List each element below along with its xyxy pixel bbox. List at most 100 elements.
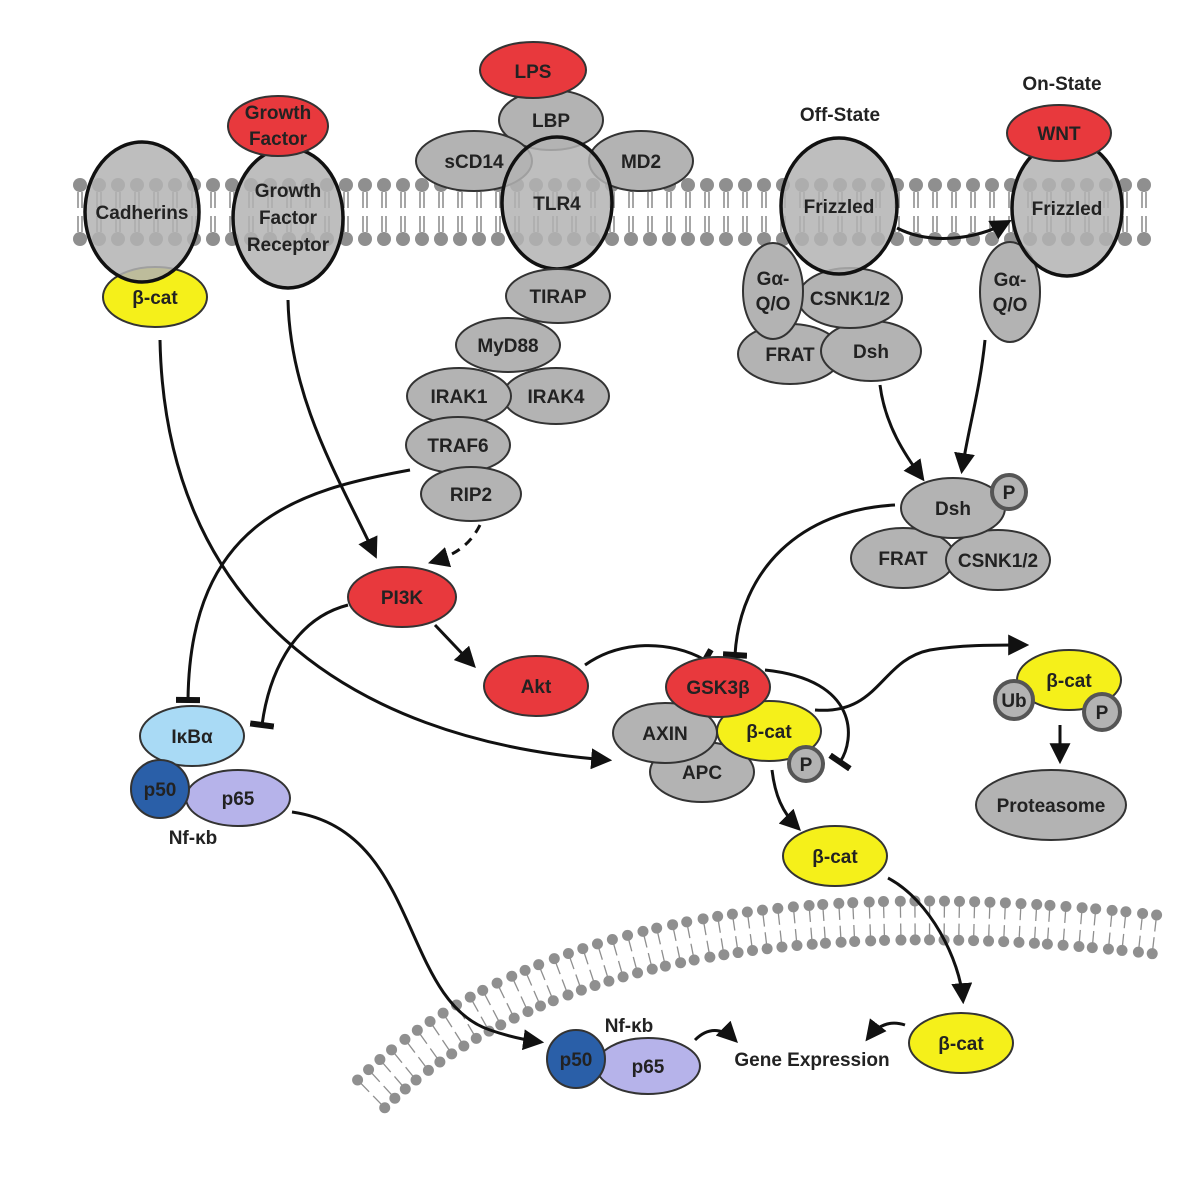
tlr4-receptor-complex: LBP sCD14 MD2 TLR4 LPS TIRAP MyD88 IRAK4… [405,41,694,522]
frat-p: FRAT [850,527,956,589]
csnk-p: CSNK1/2 [945,529,1051,591]
nuclear-membrane [352,895,1163,1114]
bcat-in-complex: β-cat [716,700,822,762]
svg-text:TLR4: TLR4 [533,194,581,215]
galpha-off: Gα- Q/O [742,242,804,340]
svg-text:P: P [1003,483,1016,504]
on-state-label: On-State [1022,74,1101,95]
svg-text:IRAK4: IRAK4 [527,387,584,408]
svg-text:FRAT: FRAT [878,549,928,570]
traf6-inhibits-ikba [175,468,411,704]
svg-text:Receptor: Receptor [247,235,330,256]
svg-text:Gα-: Gα- [757,269,790,290]
bcat-to-gene-expression-arrow [865,1018,906,1042]
svg-text:Ub: Ub [1001,691,1026,712]
gfr-to-pi3k-arrow [286,299,378,559]
traf6-protein: TRAF6 [405,416,511,474]
phosphate-complex: P [787,745,825,783]
pi3k-akt-module: PI3K Akt [347,566,589,717]
svg-text:Gα-: Gα- [994,270,1027,291]
nfkb-to-nucleus-arrow [291,810,545,1051]
svg-text:CSNK1/2: CSNK1/2 [810,289,890,310]
growth-factor-ligand: Growth Factor [227,95,329,157]
akt-inhibits-gsk3b [584,644,714,672]
svg-text:P: P [1096,703,1109,724]
svg-text:sCD14: sCD14 [444,152,504,173]
dsh-phospho-complex: FRAT CSNK1/2 Dsh P [850,473,1051,591]
dsh-off: Dsh [820,320,922,382]
nfkb-to-gene-expression-arrow [693,1020,738,1043]
pi3k-kinase: PI3K [347,566,457,628]
cadherin-complex: β-cat Cadherins [83,140,208,328]
p65-cytoplasm: p65 [185,769,291,827]
proteasome: Proteasome [975,769,1127,841]
svg-text:RIP2: RIP2 [450,485,492,506]
svg-text:Growth: Growth [245,103,312,124]
nfkb-cytoplasm-label: Nf-κb [169,828,218,849]
gsk3b-kinase: GSK3β [665,656,771,718]
svg-text:P: P [800,755,813,776]
svg-text:FRAT: FRAT [765,345,815,366]
svg-text:p65: p65 [632,1057,665,1078]
ikba-protein: IκBα [139,705,245,767]
irak4-kinase: IRAK4 [502,367,610,425]
svg-text:Q/O: Q/O [756,294,791,315]
svg-text:Dsh: Dsh [935,499,971,520]
lps-ligand: LPS [479,41,587,99]
frizzled-off-to-on-arrow [896,219,1012,240]
cadherin-bcat-to-complex-arrow [158,339,613,770]
svg-text:Proteasome: Proteasome [997,796,1106,817]
svg-text:Frizzled: Frizzled [804,197,875,218]
svg-text:CSNK1/2: CSNK1/2 [958,551,1038,572]
svg-text:IκBα: IκBα [171,727,213,748]
pi3k-inhibits-ikba [249,603,349,730]
nfkb-nucleus-label: Nf-κb [605,1016,654,1037]
svg-text:TRAF6: TRAF6 [427,436,488,457]
free-bcat: β-cat [782,825,888,887]
svg-text:Growth: Growth [255,181,322,202]
dsh-inhibits-gsk3b [722,503,896,659]
gene-expression-label: Gene Expression [734,1050,889,1071]
csnk-off: CSNK1/2 [797,267,903,329]
pathway-connectors [158,219,1071,1051]
myd88-adapter: MyD88 [455,317,561,373]
svg-text:GSK3β: GSK3β [686,678,749,699]
md2-protein: MD2 [588,130,694,192]
svg-text:Cadherins: Cadherins [96,203,189,224]
gsk3b-phosphorylates-bcat [764,668,852,772]
ubiquitin: Ub [993,679,1035,721]
svg-text:β-cat: β-cat [938,1034,984,1055]
scd14-protein: sCD14 [415,130,533,192]
tirap-adapter: TIRAP [505,268,611,324]
svg-text:TIRAP: TIRAP [530,287,587,308]
rip2-kinase: RIP2 [420,466,522,522]
destruction-complex: APC AXIN β-cat GSK3β P [612,656,825,803]
wnt-ligand: WNT [1006,104,1112,162]
svg-text:LPS: LPS [515,62,552,83]
complex-to-ubiquitination-arrow [814,634,1030,712]
svg-text:WNT: WNT [1037,124,1081,145]
wnt-on-state: On-State Gα- Q/O Frizzled WNT [979,74,1124,343]
irak1-kinase: IRAK1 [406,367,512,425]
tlr4-receptor: TLR4 [500,135,614,271]
phosphate-ub: P [1082,692,1122,732]
free-bcat-to-nucleus-arrow [887,876,973,1005]
svg-text:MyD88: MyD88 [477,336,538,357]
complex-to-free-bcat-arrow [770,769,801,831]
off-state-label: Off-State [800,105,880,126]
svg-text:Frizzled: Frizzled [1032,199,1103,220]
svg-text:LBP: LBP [532,111,570,132]
frizzled-off: Frizzled [779,136,899,276]
pi3k-to-akt-arrow [433,623,476,669]
svg-text:β-cat: β-cat [132,288,178,309]
nfkb-cytoplasm-complex: IκBα p65 p50 Nf-κb [130,705,291,849]
svg-text:p50: p50 [144,780,177,801]
svg-text:IRAK1: IRAK1 [430,387,487,408]
growth-factor-receptor: Growth Factor Receptor [231,146,345,290]
svg-text:p50: p50 [560,1050,593,1071]
svg-text:PI3K: PI3K [381,588,424,609]
p50-nucleus: p50 [546,1029,606,1089]
svg-text:APC: APC [682,763,722,784]
svg-text:β-cat: β-cat [812,847,858,868]
